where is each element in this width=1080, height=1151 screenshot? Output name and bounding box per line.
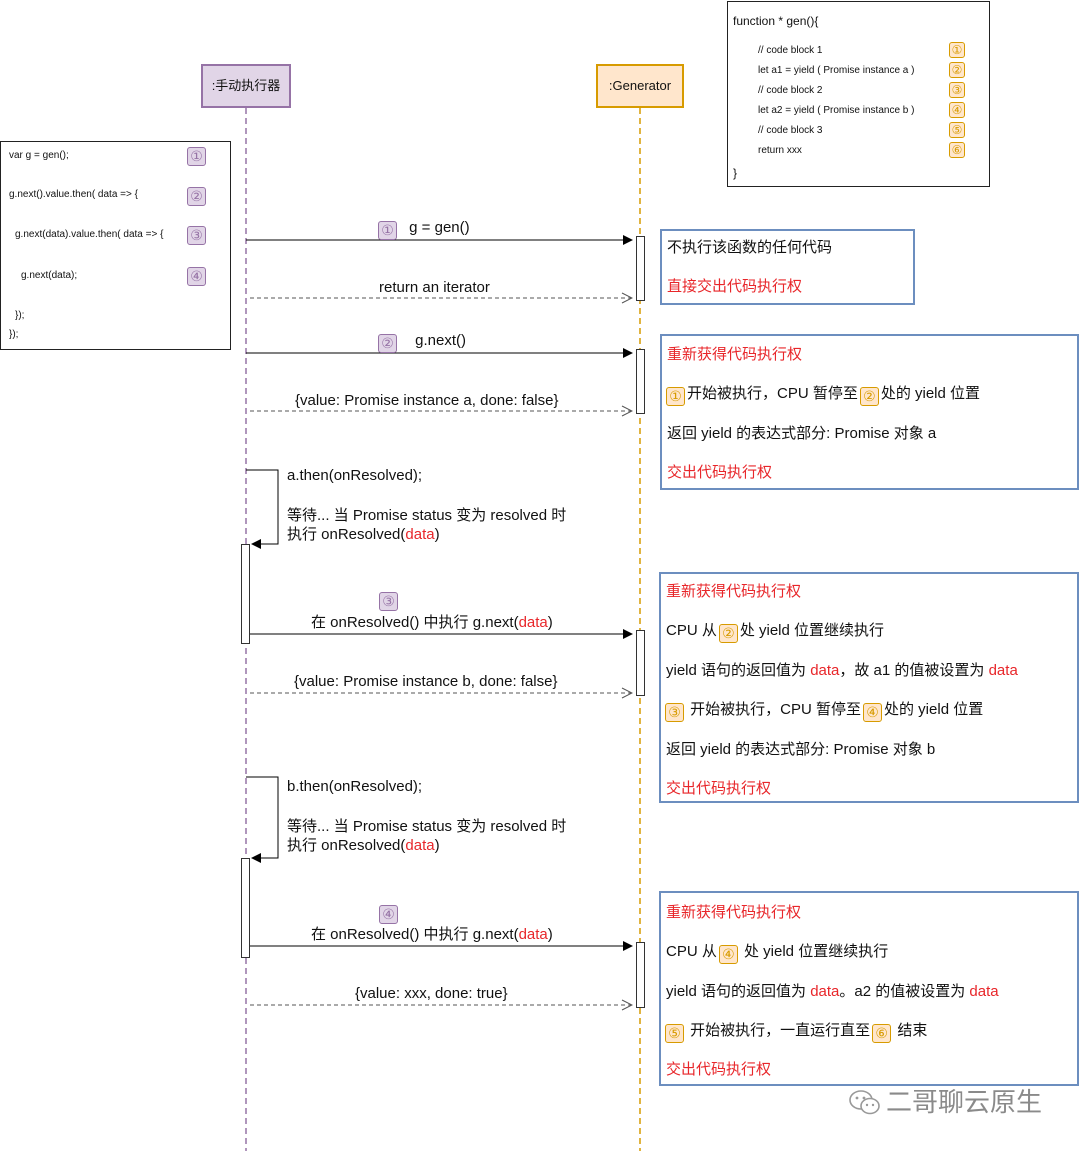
- step-2-badge: ②: [187, 187, 206, 206]
- caller-code-line: g.next().value.then( data => {: [9, 189, 138, 200]
- message-next-1-label: ② g.next(): [376, 332, 466, 353]
- message-return-b-label: {value: Promise instance b, done: false}: [294, 673, 558, 690]
- participant-manual: :手动执行器: [201, 64, 291, 108]
- block-2-badge: ②: [949, 62, 965, 78]
- block-2-badge: ②: [859, 387, 879, 406]
- note-4-line: yield 语句的返回值为 data。a2 的值被设置为 data: [666, 983, 999, 1000]
- note-3-line: 交出代码执行权: [666, 780, 772, 797]
- wechat-icon: [849, 1090, 880, 1115]
- step-3-badge: ③: [187, 226, 206, 245]
- message-gen-call-label: ① g = gen(): [376, 219, 470, 240]
- note-3-line: 重新获得代码执行权: [666, 583, 802, 600]
- step-2-badge: ②: [378, 334, 397, 353]
- activation-manual-1: [241, 544, 250, 644]
- self-call-a-label: a.then(onResolved);: [287, 467, 423, 484]
- message-next-3-label: 在 onResolved() 中执行 g.next(data): [311, 926, 553, 943]
- activation-manual-2: [241, 858, 250, 958]
- note-2-line: 交出代码执行权: [667, 464, 773, 481]
- generator-code-line: let a1 = yield ( Promise instance a ): [758, 65, 915, 76]
- block-1-badge: ①: [949, 42, 965, 58]
- caller-code-line: });: [9, 329, 19, 340]
- generator-code-line: // code block 1: [758, 45, 823, 56]
- generator-code-box: function * gen(){ // code block 1 ① let …: [727, 1, 990, 187]
- note-4-line: 交出代码执行权: [666, 1061, 772, 1078]
- activation-generator-4: [636, 942, 645, 1008]
- participant-manual-label: :手动执行器: [211, 78, 281, 93]
- note-1: 不执行该函数的任何代码 直接交出代码执行权: [660, 229, 915, 305]
- block-6-badge: ⑥: [872, 1024, 892, 1043]
- self-call-b: [246, 776, 279, 863]
- generator-code-line: // code block 3: [758, 125, 823, 136]
- message-return-iterator-label: return an iterator: [379, 279, 490, 296]
- self-call-b-label: b.then(onResolved);: [287, 778, 423, 795]
- activation-generator-1: [636, 236, 645, 301]
- block-3-badge: ③: [665, 703, 684, 722]
- caller-code-line: });: [15, 310, 25, 321]
- step-1-badge: ①: [187, 147, 206, 166]
- self-call-a-wait-label: 等待... 当 Promise status 变为 resolved 时: [287, 507, 567, 524]
- self-call-b-exec-label: 执行 onResolved(data): [287, 837, 440, 854]
- caller-code-line: g.next(data).value.then( data => {: [15, 229, 164, 240]
- note-3-line: yield 语句的返回值为 data，故 a1 的值被设置为 data: [666, 662, 1018, 679]
- note-1-line: 不执行该函数的任何代码: [667, 239, 833, 256]
- activation-generator-3: [636, 630, 645, 696]
- activation-generator-2: [636, 349, 645, 414]
- block-1-badge: ①: [666, 387, 685, 406]
- block-6-badge: ⑥: [949, 142, 965, 158]
- block-5-badge: ⑤: [949, 122, 965, 138]
- participant-generator-label: :Generator: [608, 78, 672, 93]
- block-2-badge: ②: [718, 624, 738, 643]
- block-5-badge: ⑤: [665, 1024, 684, 1043]
- participant-generator: :Generator: [596, 64, 684, 108]
- block-3-badge: ③: [949, 82, 965, 98]
- generator-code-line: return xxx: [758, 145, 802, 156]
- caller-code-box: var g = gen(); ① g.next().value.then( da…: [0, 141, 231, 350]
- message-return-a-label: {value: Promise instance a, done: false}: [295, 392, 559, 409]
- message-return-done-label: {value: xxx, done: true}: [355, 985, 508, 1002]
- step-3-badge: ③: [379, 592, 398, 611]
- generator-code-line: let a2 = yield ( Promise instance b ): [758, 105, 915, 116]
- caller-code-line: g.next(data);: [21, 270, 78, 281]
- note-3-line: 返回 yield 的表达式部分: Promise 对象 b: [666, 741, 936, 758]
- step-4-badge: ④: [379, 905, 398, 924]
- self-call-a-exec-label: 执行 onResolved(data): [287, 526, 440, 543]
- generator-code-line: // code block 2: [758, 85, 823, 96]
- generator-code-footer: }: [733, 166, 738, 180]
- step-4-badge: ④: [187, 267, 206, 286]
- generator-code-header: function * gen(){: [733, 14, 819, 28]
- caller-code-line: var g = gen();: [9, 150, 69, 161]
- self-call-a: [246, 469, 279, 549]
- step-1-badge: ①: [378, 221, 397, 240]
- block-4-badge: ④: [863, 703, 883, 722]
- block-4-badge: ④: [949, 102, 965, 118]
- note-2-line: 返回 yield 的表达式部分: Promise 对象 a: [667, 425, 937, 442]
- self-call-b-wait-label: 等待... 当 Promise status 变为 resolved 时: [287, 818, 567, 835]
- note-2-line: 重新获得代码执行权: [667, 346, 803, 363]
- message-next-2-label: 在 onResolved() 中执行 g.next(data): [311, 614, 553, 631]
- block-4-badge: ④: [718, 945, 738, 964]
- watermark-text: 二哥聊云原生: [886, 1087, 1043, 1117]
- note-4-line: 重新获得代码执行权: [666, 904, 802, 921]
- note-1-line: 直接交出代码执行权: [667, 278, 803, 295]
